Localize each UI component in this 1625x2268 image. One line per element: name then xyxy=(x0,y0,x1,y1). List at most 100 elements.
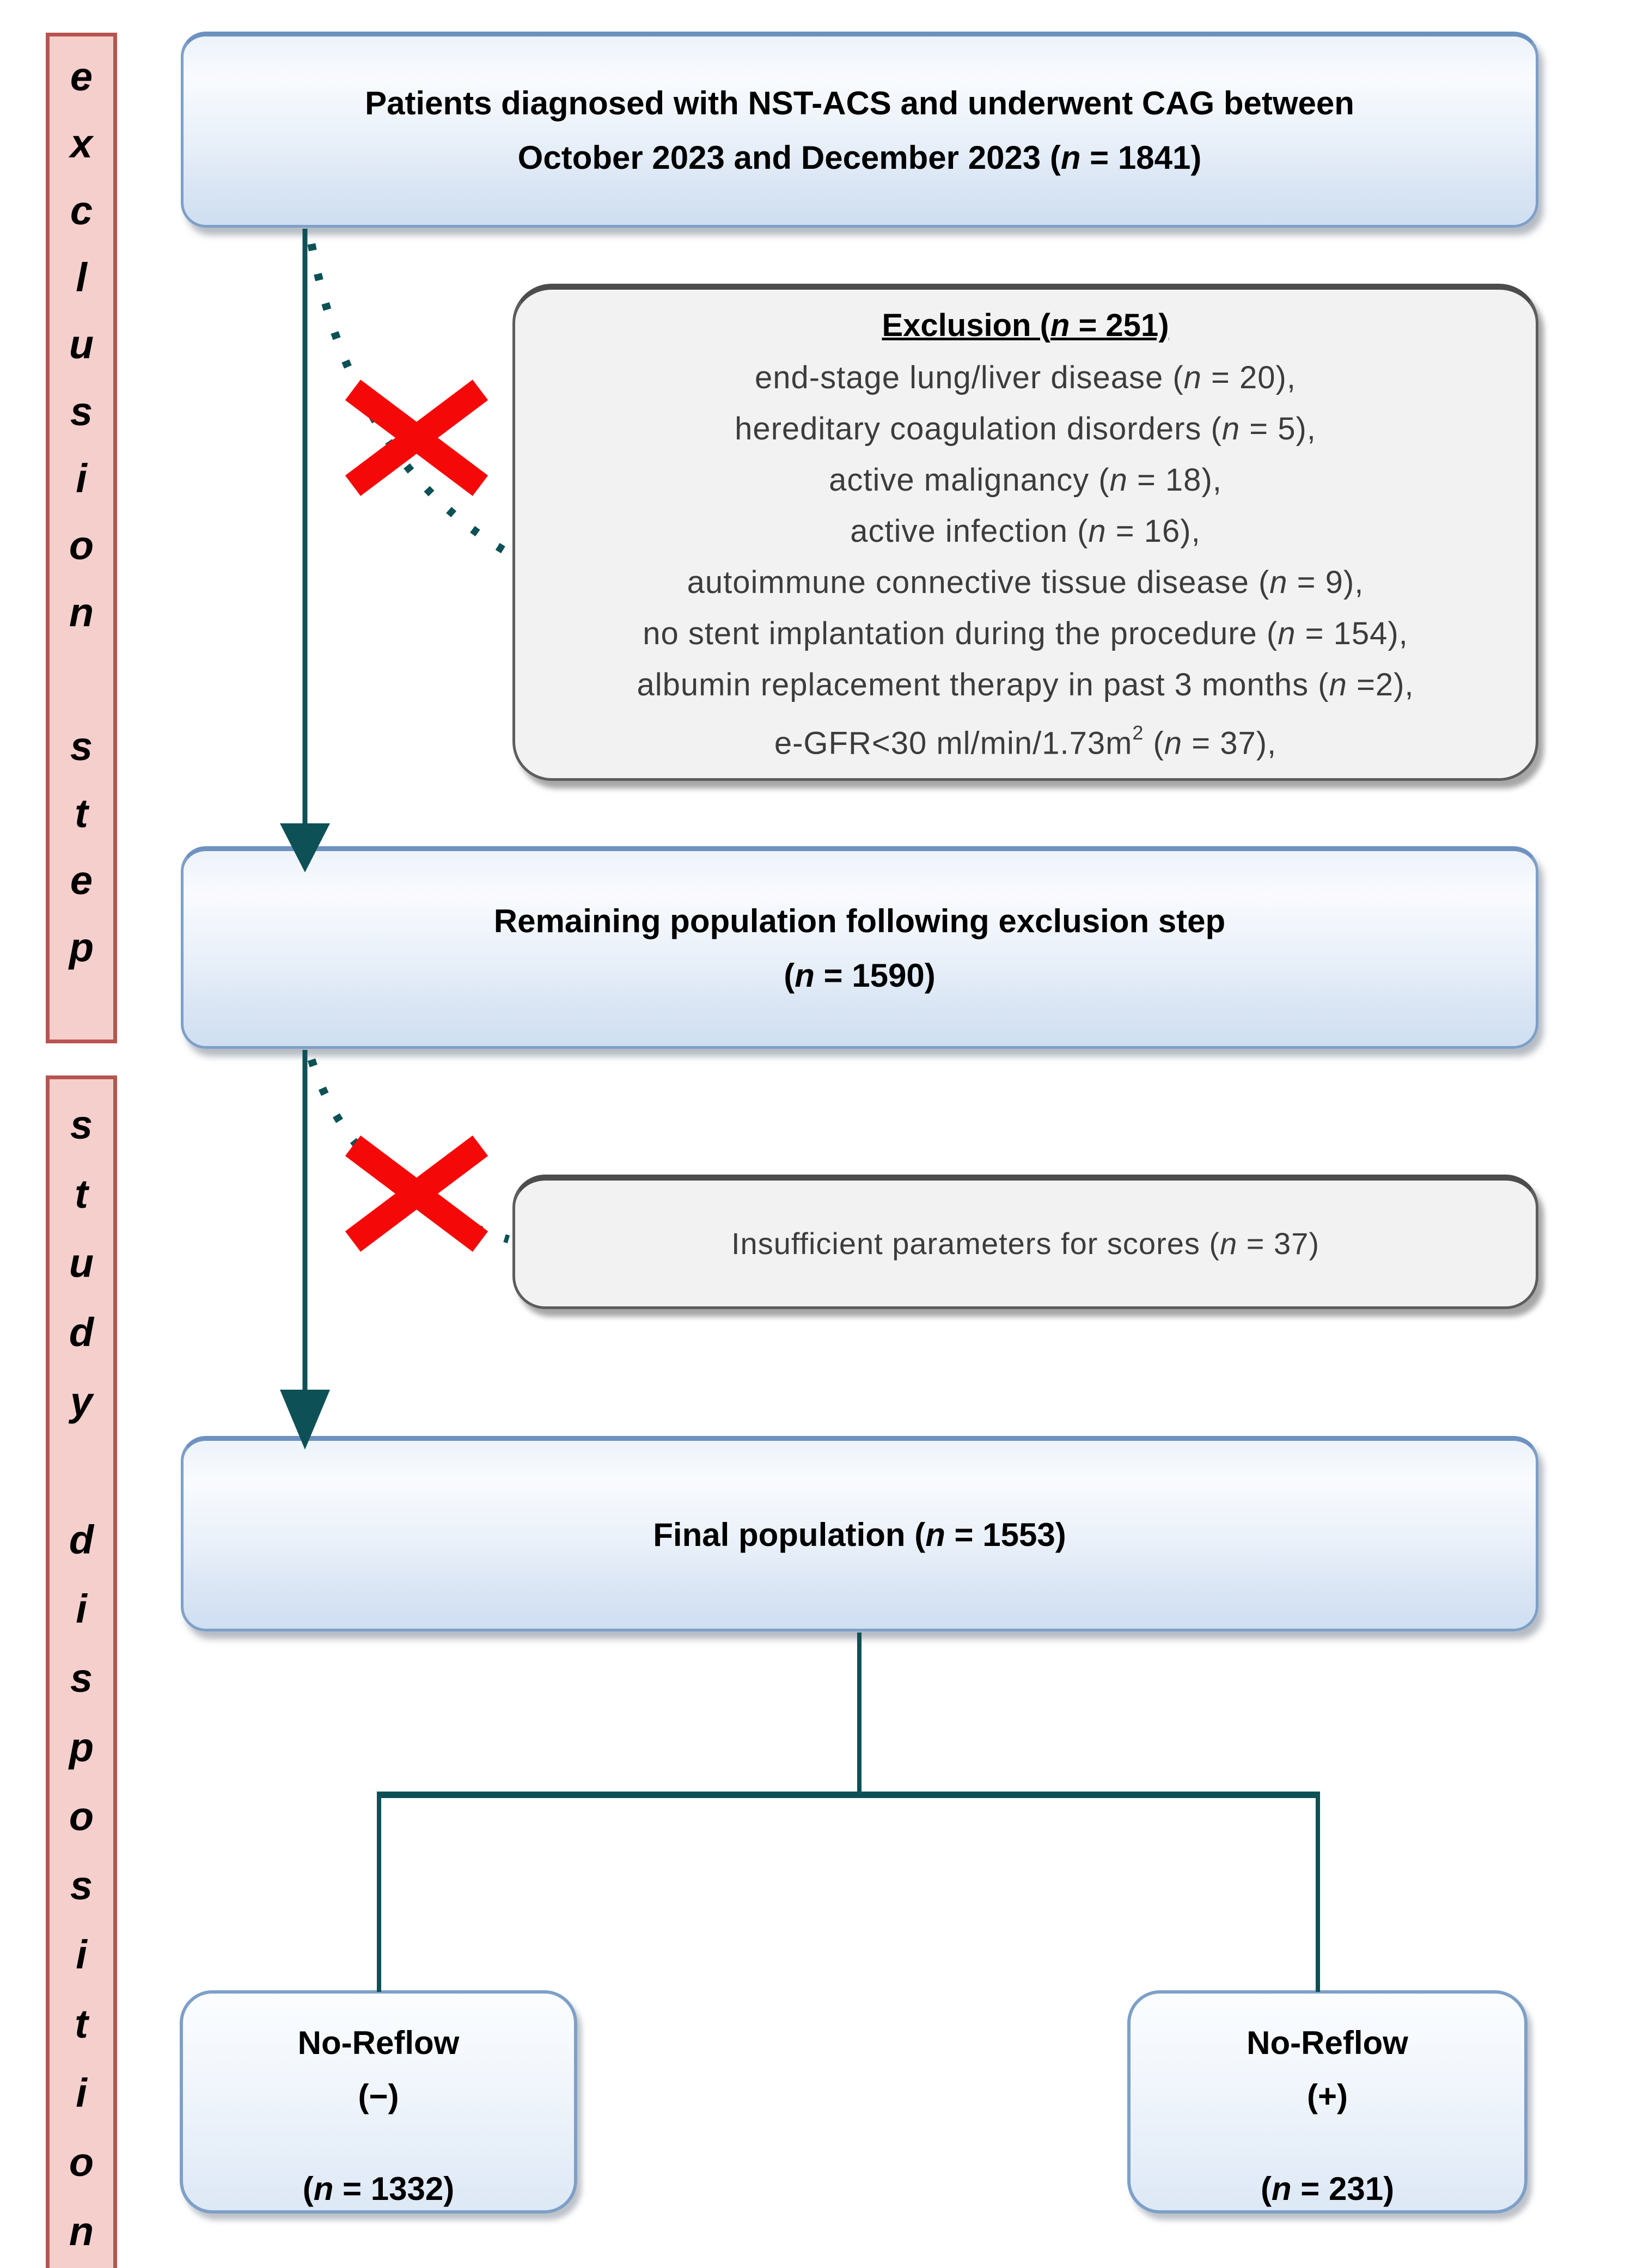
text-segment: end-stage lung/liver disease ( xyxy=(755,359,1184,395)
text-segment: n xyxy=(1109,462,1128,498)
sidebar-letter: o xyxy=(69,1794,94,1839)
sidebar-letter: t xyxy=(75,1171,88,1216)
text-segment: = 1332) xyxy=(333,2171,455,2207)
noreflow-positive-sign: (+) xyxy=(1307,2078,1348,2114)
text-segment: ( xyxy=(302,2171,314,2207)
box-final-population: Final population (n = 1553) xyxy=(181,1436,1538,1631)
text-segment: = 9), xyxy=(1287,564,1364,600)
noreflow-negative-count: (n = 1332) xyxy=(303,2162,454,2216)
sidebar-letter: n xyxy=(69,590,94,635)
dotted-curve-to-insufficient xyxy=(307,1058,510,1244)
text-segment: = 20), xyxy=(1201,359,1296,395)
text-segment: n xyxy=(313,2171,334,2207)
text-segment: n xyxy=(1278,615,1296,651)
exclusion-item: hereditary coagulation disorders (n = 5)… xyxy=(637,404,1414,455)
text-segment: =2), xyxy=(1347,667,1414,702)
text-segment: 2 xyxy=(1132,722,1144,744)
text-segment: ( xyxy=(1144,725,1164,761)
text-segment: e-GFR<30 ml/min/1.73m xyxy=(774,725,1133,761)
sidebar-letter: c xyxy=(70,188,93,233)
exclusion-item: end-stage lung/liver disease (n = 20), xyxy=(637,352,1414,404)
sidebar-letter: s xyxy=(70,1863,93,1908)
sidebar-letter: p xyxy=(69,1725,94,1770)
text-segment: = 1553) xyxy=(945,1516,1066,1553)
text-segment: = 16), xyxy=(1106,513,1201,549)
sidebar-letter-gap xyxy=(50,646,113,713)
sidebar-letter: p xyxy=(69,925,94,970)
sidebar-letter: t xyxy=(75,791,88,836)
exclusion-item: e-GFR<30 ml/min/1.73m2 (n = 37), xyxy=(637,711,1414,769)
sidebar-letter: o xyxy=(69,523,94,568)
text-segment: n xyxy=(1221,411,1241,447)
sidebar-letter: u xyxy=(69,1240,94,1286)
dotted-curve-to-exclusion xyxy=(307,243,513,558)
text-segment: = 251) xyxy=(1070,307,1169,343)
text-segment: = 231) xyxy=(1291,2171,1395,2207)
sidebar-letter: e xyxy=(70,858,93,903)
text-segment: n xyxy=(925,1516,945,1553)
sidebar-letter: s xyxy=(70,1102,93,1147)
exclusion-item: active malignancy (n = 18), xyxy=(637,455,1414,506)
text-segment: = 1841) xyxy=(1080,139,1202,176)
sidebar-letter: d xyxy=(69,1310,94,1355)
text-segment: n xyxy=(1060,139,1081,176)
patients-line-1: Patients diagnosed with NST-ACS and unde… xyxy=(365,85,1354,121)
sidebar-letter: s xyxy=(70,389,93,434)
text-segment: n xyxy=(1183,359,1202,395)
box-noreflow-negative: No-Reflow (−) (n = 1332) xyxy=(180,1990,577,2214)
text-segment: ( xyxy=(1260,2171,1272,2207)
exclusion-item: no stent implantation during the procedu… xyxy=(637,608,1414,659)
red-x-icon-insufficient xyxy=(345,1135,488,1252)
noreflow-positive-count: (n = 231) xyxy=(1261,2162,1394,2216)
final-population-line: Final population (n = 1553) xyxy=(653,1508,1066,1562)
text-segment: n xyxy=(1164,725,1183,761)
text-segment: ( xyxy=(784,957,795,994)
text-segment: hereditary coagulation disorders ( xyxy=(735,411,1222,447)
exclusion-item: albumin replacement therapy in past 3 mo… xyxy=(637,659,1414,711)
exclusion-item-list: end-stage lung/liver disease (n = 20),he… xyxy=(637,352,1414,769)
text-segment: active malignancy ( xyxy=(829,462,1110,498)
patients-line-2: October 2023 and December 2023 (n = 1841… xyxy=(518,131,1202,185)
text-segment: = 37) xyxy=(1237,1226,1319,1261)
text-segment: n xyxy=(1269,564,1288,600)
box-remaining-population: Remaining population following exclusion… xyxy=(181,846,1538,1049)
remaining-line-1: Remaining population following exclusion… xyxy=(493,903,1226,939)
box-patients-diagnosed: Patients diagnosed with NST-ACS and unde… xyxy=(181,32,1538,228)
text-segment: autoimmune connective tissue disease ( xyxy=(687,564,1270,600)
sidebar-letter: e xyxy=(70,54,93,99)
text-segment: = 154), xyxy=(1296,615,1408,651)
box-noreflow-positive: No-Reflow (+) (n = 231) xyxy=(1127,1990,1528,2214)
text-segment: n xyxy=(1088,513,1107,549)
text-segment: albumin replacement therapy in past 3 mo… xyxy=(637,667,1329,702)
text-segment: Insufficient parameters for scores ( xyxy=(731,1226,1220,1261)
exclusion-item: autoimmune connective tissue disease (n … xyxy=(637,557,1414,608)
box-insufficient-parameters: Insufficient parameters for scores (n = … xyxy=(512,1175,1538,1309)
red-x-icon-exclusion xyxy=(345,380,488,496)
sidebar-letter: i xyxy=(76,456,87,501)
text-segment: = 1590) xyxy=(814,957,936,994)
sidebar-letter: o xyxy=(69,2139,94,2185)
exclusion-item: active infection (n = 16), xyxy=(637,506,1414,557)
insufficient-line: Insufficient parameters for scores (n = … xyxy=(731,1226,1319,1261)
sidebar-letter-gap xyxy=(50,1436,113,1505)
sidebar-letter: l xyxy=(76,255,87,300)
text-segment: October 2023 and December 2023 ( xyxy=(517,139,1061,176)
text-segment: Final population ( xyxy=(653,1516,926,1553)
noreflow-negative-sign: (−) xyxy=(358,2078,399,2114)
text-segment: Exclusion ( xyxy=(882,307,1050,343)
noreflow-negative-title: No-Reflow xyxy=(297,2025,460,2061)
sidebar-letter: t xyxy=(75,2001,88,2046)
text-segment: = 5), xyxy=(1240,411,1316,447)
sidebar-letter: x xyxy=(70,121,93,166)
sidebar-letter: u xyxy=(69,322,94,367)
remaining-line-2: (n = 1590) xyxy=(784,949,935,1003)
text-segment: no stent implantation during the procedu… xyxy=(643,615,1278,651)
sidebar-letter: n xyxy=(69,2209,94,2254)
sidebar-letter: i xyxy=(76,1932,87,1977)
sidebar-letter: d xyxy=(69,1517,94,1562)
text-segment: n xyxy=(1329,667,1347,702)
noreflow-positive-title: No-Reflow xyxy=(1247,2025,1408,2061)
